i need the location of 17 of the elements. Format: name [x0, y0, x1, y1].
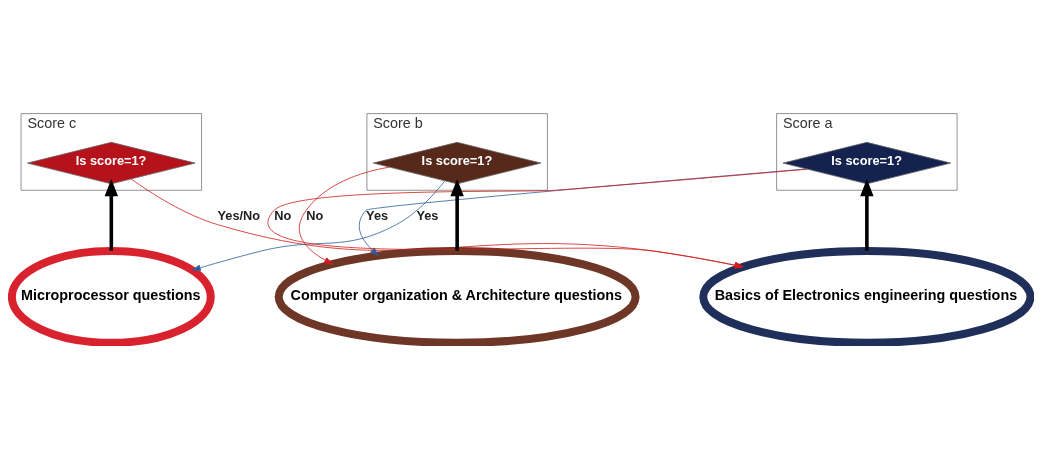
arrow	[191, 180, 446, 271]
arrow	[860, 178, 874, 251]
arrow	[104, 178, 119, 251]
edge-label: No	[274, 207, 292, 223]
node-diamond: Is score=1?	[782, 141, 952, 184]
edge-label: No	[306, 207, 324, 223]
node-ellipse: Microprocessor questions	[8, 246, 215, 346]
arrow	[450, 178, 464, 251]
edge-label: Yes	[366, 207, 389, 223]
edge-label: Yes/No	[217, 207, 261, 223]
node-diamond: Is score=1?	[372, 141, 542, 184]
node-ellipse: Basics of Electronics engineering questions	[699, 246, 1034, 346]
arrow	[298, 166, 390, 264]
node-diamond: Is score=1?	[27, 141, 196, 184]
edge-label: Yes	[416, 207, 439, 223]
arrow	[267, 168, 808, 268]
arrow	[130, 178, 744, 268]
